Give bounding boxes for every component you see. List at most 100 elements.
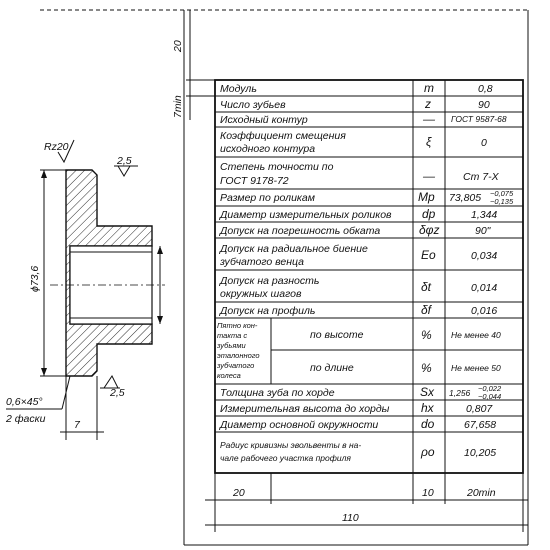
drawing-frame	[40, 9, 529, 546]
width-dimension: 7	[60, 376, 104, 440]
spec-row-profile: Исходный контур — ГОСТ 9587-68	[220, 112, 507, 126]
svg-text:зубчатого: зубчатого	[216, 361, 254, 370]
svg-text:окружных шагов: окружных шагов	[220, 288, 302, 300]
svg-text:δt: δt	[421, 280, 432, 294]
svg-text:ξ: ξ	[426, 135, 432, 149]
svg-text:Не менее 40: Не менее 40	[451, 330, 501, 340]
svg-text:δf: δf	[421, 303, 433, 317]
svg-text:dp: dp	[422, 207, 436, 221]
svg-text:Модуль: Модуль	[220, 83, 257, 95]
svg-text:−0,075: −0,075	[490, 189, 514, 198]
chamfer-count-label: 2 фаски	[5, 413, 46, 425]
svg-text:do: do	[421, 417, 435, 431]
svg-text:исходного контура: исходного контура	[220, 143, 315, 155]
svg-text:Не менее 50: Не менее 50	[451, 363, 501, 373]
total-width-label: 110	[342, 512, 359, 524]
svg-text:0,014: 0,014	[471, 282, 497, 294]
svg-text:ГОСТ 9587-68: ГОСТ 9587-68	[451, 114, 507, 124]
svg-text:90: 90	[478, 99, 490, 111]
svg-text:0,034: 0,034	[471, 250, 497, 262]
spec-row-module: Модуль m 0,8	[220, 81, 493, 95]
svg-text:Диаметр измерительных роликов: Диаметр измерительных роликов	[219, 209, 392, 221]
top-margin-dimension: 20	[172, 10, 215, 81]
spec-row-pitch: Допуск на разность окружных шагов δt 0,0…	[219, 275, 497, 300]
svg-text:90": 90"	[475, 225, 492, 237]
spec-row-runout: Допуск на радиальное биение зубчатого ве…	[219, 243, 497, 268]
svg-text:такта с: такта с	[217, 331, 247, 340]
svg-text:73,805: 73,805	[449, 192, 481, 204]
svg-text:по высоте: по высоте	[310, 329, 364, 341]
svg-text:Измерительная высота до хорды: Измерительная высота до хорды	[220, 403, 390, 415]
spec-row-base-diameter: Диаметр основной окружности do 67,658	[219, 417, 496, 431]
svg-text:по длине: по длине	[310, 362, 354, 374]
svg-text:Размер по роликам: Размер по роликам	[220, 192, 315, 204]
svg-text:−0,022: −0,022	[478, 384, 502, 393]
svg-text:%: %	[421, 328, 432, 342]
svg-text:0,807: 0,807	[466, 403, 493, 415]
col4-width-label: 20min	[466, 487, 496, 499]
spec-row-profile-tolerance: Допуск на профиль δf 0,016	[219, 303, 497, 317]
svg-text:Пятно кон-: Пятно кон-	[217, 321, 258, 330]
svg-text:0,8: 0,8	[478, 83, 493, 95]
svg-text:%: %	[421, 361, 432, 375]
spec-row-roller-diameter: Диаметр измерительных роликов dp 1,344	[219, 207, 497, 221]
outer-diameter-dimension: ϕ73,6	[29, 169, 66, 377]
svg-text:зубчатого венца: зубчатого венца	[219, 256, 304, 268]
spec-row-teeth: Число зубьев z 90	[220, 97, 490, 111]
svg-text:Радиус кривизны эвольвенты в н: Радиус кривизны эвольвенты в на-	[220, 440, 361, 450]
svg-text:ρo: ρo	[420, 445, 435, 459]
svg-text:0: 0	[481, 137, 487, 149]
svg-text:—: —	[422, 169, 436, 183]
svg-text:10,205: 10,205	[464, 447, 496, 459]
svg-text:δφz: δφz	[419, 223, 440, 237]
top-roughness-label: 2,5	[116, 155, 132, 167]
col3-width-label: 10	[422, 487, 434, 499]
outer-diameter-label: ϕ73,6	[29, 266, 41, 292]
row-height-label: 7min	[172, 95, 184, 118]
chamfer-note: 0,6×45° 2 фаски	[5, 375, 71, 425]
svg-text:Допуск на профиль: Допуск на профиль	[219, 305, 315, 317]
svg-text:m: m	[424, 81, 434, 95]
chamfer-label: 0,6×45°	[6, 396, 43, 408]
svg-text:Mp: Mp	[418, 190, 435, 204]
bottom-roughness-label: 2,5	[109, 387, 125, 399]
svg-text:ГОСТ 9178-72: ГОСТ 9178-72	[220, 175, 289, 187]
roughness-rz-label: Rz20	[44, 141, 69, 153]
svg-text:Толщина зуба по хорде: Толщина зуба по хорде	[220, 387, 335, 399]
spec-row-contact: Пятно кон- такта с зубьями эталонного зу…	[216, 321, 501, 380]
spec-row-chord-thickness: Толщина зуба по хорде Sx 1,256 −0,022 −0…	[220, 384, 502, 401]
svg-text:−0,044: −0,044	[478, 392, 501, 401]
roughness-mark-top: 2,5	[114, 155, 138, 177]
width-label: 7	[74, 419, 81, 431]
row-height-dimension: 7min	[172, 80, 215, 120]
svg-text:эталонного: эталонного	[217, 351, 260, 360]
spec-row-accuracy: Степень точности по ГОСТ 9178-72 — Ст 7-…	[220, 161, 500, 187]
svg-text:чале рабочего участка профиля: чале рабочего участка профиля	[220, 453, 351, 463]
roughness-mark-rz: Rz20	[44, 139, 75, 164]
col1-width-label: 20	[232, 487, 245, 499]
svg-text:Диаметр основной окружности: Диаметр основной окружности	[219, 419, 378, 431]
svg-text:z: z	[424, 97, 431, 111]
gear-section-view	[50, 169, 165, 377]
svg-text:Исходный контур: Исходный контур	[220, 114, 308, 126]
svg-text:колеса: колеса	[217, 371, 241, 380]
svg-text:Число зубьев: Число зубьев	[220, 99, 286, 111]
svg-text:Коэффициент смещения: Коэффициент смещения	[220, 130, 346, 142]
svg-text:Sx: Sx	[420, 385, 435, 399]
column-width-dimensions: 20 10 20min 110	[205, 473, 528, 532]
svg-text:1,344: 1,344	[471, 209, 497, 221]
roughness-mark-bottom: 2,5	[100, 375, 125, 399]
svg-text:Eo: Eo	[421, 248, 436, 262]
svg-text:Допуск на разность: Допуск на разность	[219, 275, 319, 287]
spec-row-roll-error: Допуск на погрешность обката δφz 90"	[219, 223, 492, 237]
spec-row-shift: Коэффициент смещения исходного контура ξ…	[220, 130, 487, 155]
svg-text:−0,135: −0,135	[490, 197, 514, 206]
spec-table	[214, 79, 524, 474]
svg-text:зубьями: зубьями	[216, 341, 246, 350]
spec-row-chord-height: Измерительная высота до хорды hx 0,807	[220, 401, 493, 415]
top-margin-label: 20	[172, 40, 184, 53]
svg-text:67,658: 67,658	[464, 419, 496, 431]
svg-text:0,016: 0,016	[471, 305, 497, 317]
spec-row-curvature: Радиус кривизны эвольвенты в на- чале ра…	[220, 440, 496, 463]
